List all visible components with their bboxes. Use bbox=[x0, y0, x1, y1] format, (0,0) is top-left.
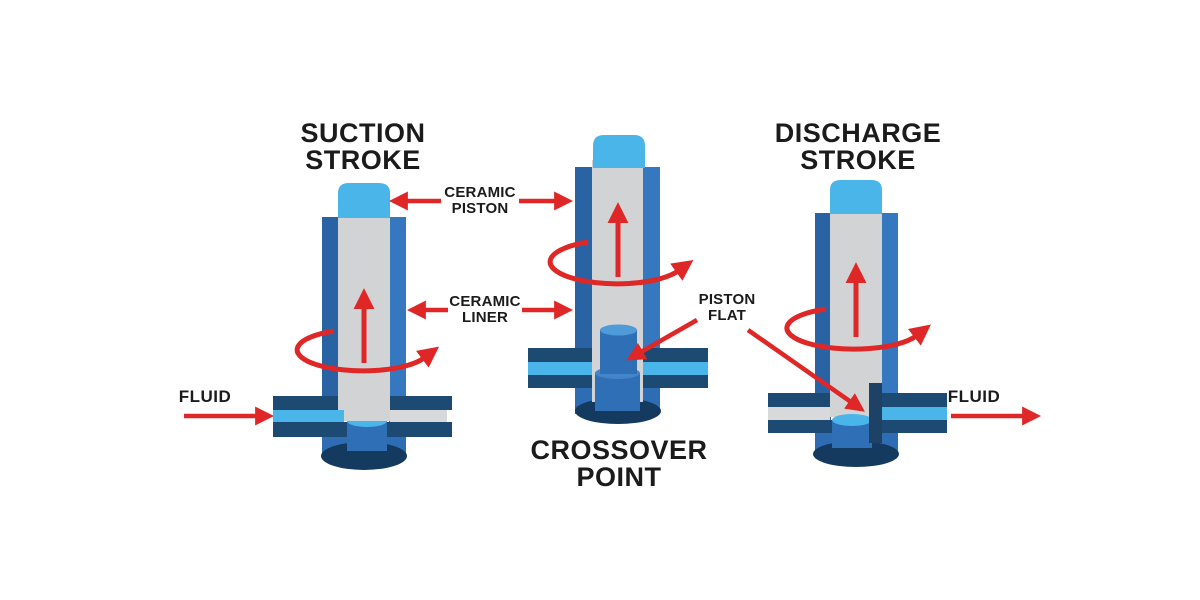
piston-flat-pointer-left bbox=[626, 318, 699, 361]
outlet-empty-channel bbox=[390, 410, 447, 422]
outlet-fluid-channel bbox=[643, 362, 708, 375]
piston-flat-cylinder bbox=[600, 330, 637, 374]
piston-flat-label: PISTON FLAT bbox=[698, 291, 756, 324]
piston-lower-cylinder bbox=[595, 373, 640, 411]
outlet-fluid-channel bbox=[882, 407, 947, 420]
fluid-outlet-label: FLUID bbox=[947, 387, 1001, 406]
rotation-arrow bbox=[294, 328, 440, 374]
rotation-arrow bbox=[547, 239, 694, 287]
ceramic-piston-cap bbox=[338, 183, 390, 218]
ceramic-piston-cap bbox=[830, 180, 882, 214]
ceramic-liner-left-wall bbox=[322, 217, 339, 455]
motion-arrows bbox=[294, 202, 932, 374]
crossover-pump-illustration bbox=[528, 135, 708, 424]
crossover-point-title: CROSSOVER POINT bbox=[530, 435, 708, 492]
inlet-fluid-channel bbox=[273, 410, 343, 422]
piston-flat-notch bbox=[338, 410, 344, 422]
ceramic-piston-label: CERAMIC PISTON bbox=[444, 184, 516, 217]
discharge-stroke-title: DISCHARGE STROKE bbox=[774, 118, 942, 175]
fluid-inlet-label: FLUID bbox=[178, 387, 232, 406]
ceramic-liner-right-wall bbox=[389, 217, 406, 455]
callout-arrows bbox=[388, 191, 865, 412]
fluid-surface bbox=[832, 414, 872, 426]
rotation-arrow bbox=[784, 306, 932, 352]
ceramic-liner-label: CERAMIC LINER bbox=[449, 293, 521, 326]
suction-pump-illustration bbox=[273, 183, 452, 470]
ceramic-piston-cap bbox=[593, 135, 645, 168]
inlet-empty-channel bbox=[768, 407, 830, 420]
suction-stroke-title: SUCTION STROKE bbox=[300, 118, 426, 175]
piston-flat-cylinder-top bbox=[600, 324, 637, 336]
piston-flat-edge bbox=[869, 383, 882, 443]
piston-flat-pointer-right bbox=[746, 328, 865, 412]
inlet-fluid-channel bbox=[528, 362, 592, 375]
